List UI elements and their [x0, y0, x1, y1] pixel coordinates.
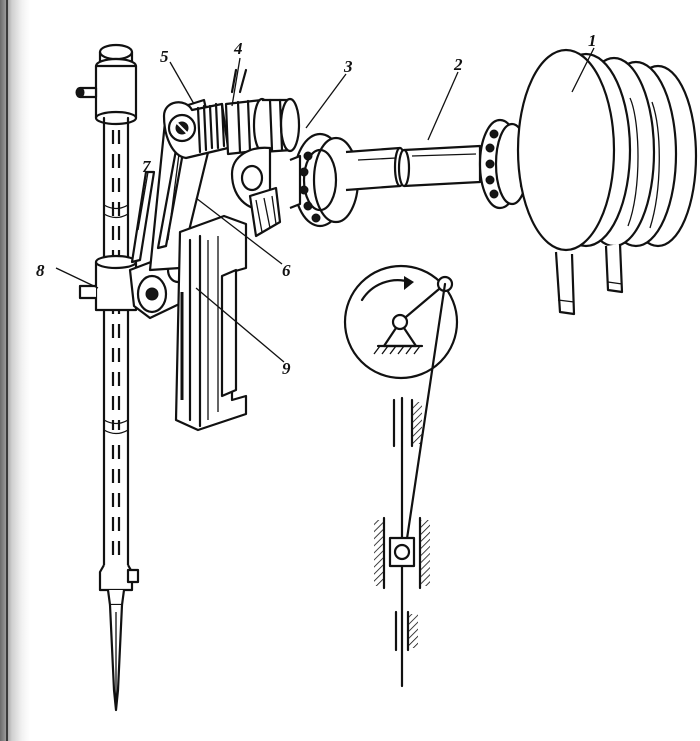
callout-2: 2 — [453, 55, 463, 74]
crank-arm — [398, 282, 447, 324]
rotation-arrow — [360, 279, 412, 302]
scan-shadow-edge — [0, 0, 30, 741]
callout-labels: 1 2 3 4 5 6 7 8 9 — [36, 31, 597, 378]
crank-circle — [343, 264, 459, 380]
shaft-collar — [224, 68, 301, 156]
guide-bracket — [174, 214, 248, 432]
callout-9: 9 — [282, 359, 291, 378]
connecting-rod — [403, 282, 447, 554]
callout-5: 5 — [160, 47, 169, 66]
leader-2 — [427, 71, 459, 141]
callout-1: 1 — [588, 31, 597, 50]
kinematic-schematic — [343, 264, 459, 688]
leader-9 — [195, 287, 285, 363]
counterweight — [230, 146, 282, 238]
callout-4: 4 — [233, 39, 243, 58]
leader-6 — [195, 197, 283, 265]
callout-7: 7 — [142, 157, 152, 176]
main-shaft — [345, 144, 482, 192]
leader-7 — [137, 171, 149, 231]
leader-1 — [571, 47, 595, 93]
needle-bar — [75, 43, 140, 712]
leader-lines — [55, 47, 595, 363]
callout-3: 3 — [343, 57, 353, 76]
callout-6: 6 — [282, 261, 291, 280]
leader-8 — [55, 267, 99, 289]
leader-3 — [305, 73, 347, 129]
leader-4 — [231, 57, 241, 107]
scan-border-line — [6, 0, 8, 741]
needle-bar-clamp — [78, 254, 138, 312]
pulley-handwheel — [516, 48, 698, 316]
crank-pivot — [391, 313, 409, 331]
callout-8: 8 — [36, 261, 45, 280]
leader-5 — [169, 61, 195, 105]
crank-disc — [162, 101, 230, 160]
